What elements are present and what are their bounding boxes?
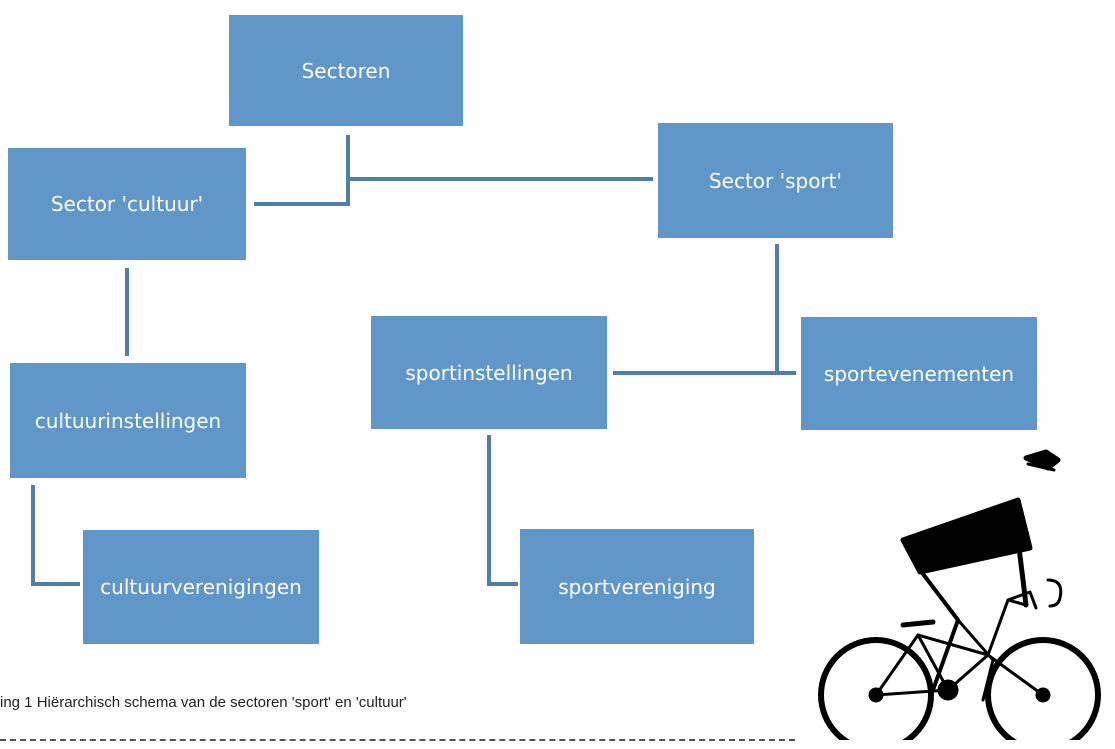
node-label: Sectoren: [301, 58, 391, 83]
node-sector-sport: Sector 'sport': [658, 123, 893, 238]
bicycle-rider-icon: [818, 449, 1101, 740]
node-label: sportevenementen: [823, 361, 1015, 386]
node-sportevenementen: sportevenementen: [801, 317, 1037, 430]
dashed-divider: [0, 739, 795, 741]
node-label: sportinstellingen: [405, 360, 573, 385]
node-sportvereniging: sportvereniging: [520, 529, 754, 644]
figure-caption: ing 1 Hiërarchisch schema van de sectore…: [0, 694, 407, 711]
node-cultuurinstellingen: cultuurinstellingen: [10, 363, 246, 478]
node-cultuurverenigingen: cultuurverenigingen: [83, 530, 319, 644]
node-label: cultuurinstellingen: [34, 408, 222, 433]
node-label: sportvereniging: [558, 574, 716, 599]
node-label: Sector 'cultuur': [50, 192, 204, 216]
node-sector-cultuur: Sector 'cultuur': [8, 148, 246, 260]
node-sportinstellingen: sportinstellingen: [371, 316, 607, 429]
node-label: cultuurverenigingen: [100, 575, 302, 599]
node-label: Sector 'sport': [708, 168, 843, 193]
node-sectoren: Sectoren: [229, 15, 463, 126]
